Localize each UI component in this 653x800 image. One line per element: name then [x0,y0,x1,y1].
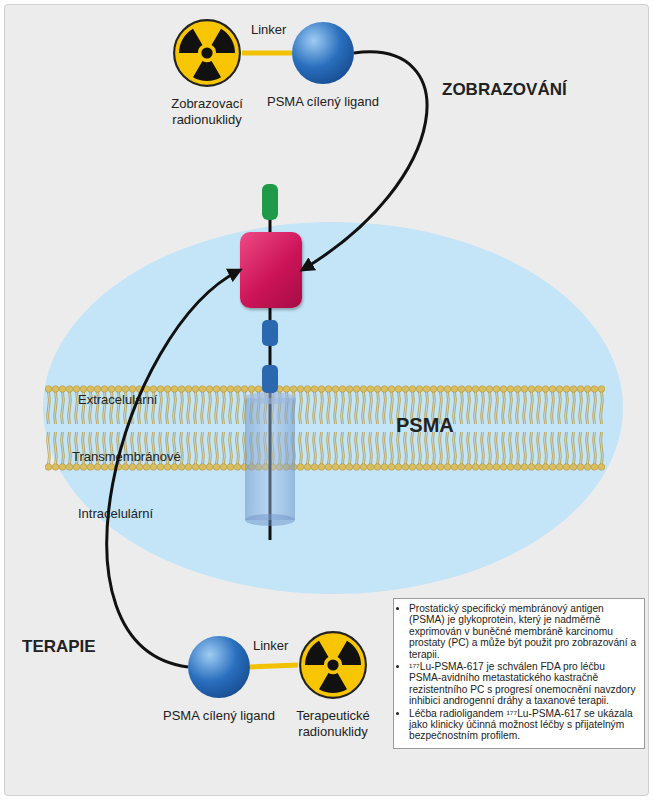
lipid-bilayer [45,385,605,471]
region-label: Transmembránové [72,449,181,465]
pathway-label: ZOBRAZOVÁNÍ [442,80,567,100]
node-label: Terapeutické radionuklidy [273,708,393,740]
pathway-label: TERAPIE [22,637,96,657]
linker-line [242,51,292,56]
transmembrane-bottom [245,514,295,526]
bullet-text: Prostatický specifický membránový antige… [409,603,638,660]
ligand-sphere: PSMA cílený ligand [292,22,354,84]
radiation-symbol [298,630,368,700]
bullet-text: Léčba radioligandem ¹⁷⁷Lu-PSMA-617 se uk… [409,708,638,742]
psma-receptor: PSMA [240,232,302,308]
node-label: Zobrazovací radionuklidy [147,96,267,128]
curved-arrow [107,270,240,667]
note-box: Prostatický specifický membránový antige… [393,598,645,749]
region-label: Extracelulární [78,392,157,408]
transmembrane-domain [245,398,295,520]
transmembrane-top [245,392,295,404]
linker-label: Linker [251,22,286,38]
green-domain [262,184,278,220]
radiation-symbol [172,18,242,88]
blue-domain [262,320,278,346]
ligand-sphere: PSMA cílený ligand [188,636,250,698]
radionuclide-circle: Zobrazovací radionuklidy [172,18,242,88]
radionuclide-circle: Terapeutické radionuklidy [298,630,368,700]
linker-label: Linker [253,638,288,654]
node-label: PSMA cílený ligand [267,94,379,110]
curved-arrow [302,52,427,270]
bullet-list: Prostatický specifický membránový antige… [398,603,638,742]
linker-line [250,665,298,667]
bullet-text: ¹⁷⁷Lu-PSMA-617 je schválen FDA pro léčbu… [409,661,638,707]
node-label: PSMA [396,413,476,437]
node-label: PSMA cílený ligand [163,708,275,724]
region-label: Intracelulární [78,506,153,522]
cell-ellipse [43,222,623,594]
blue-domain [262,365,278,393]
